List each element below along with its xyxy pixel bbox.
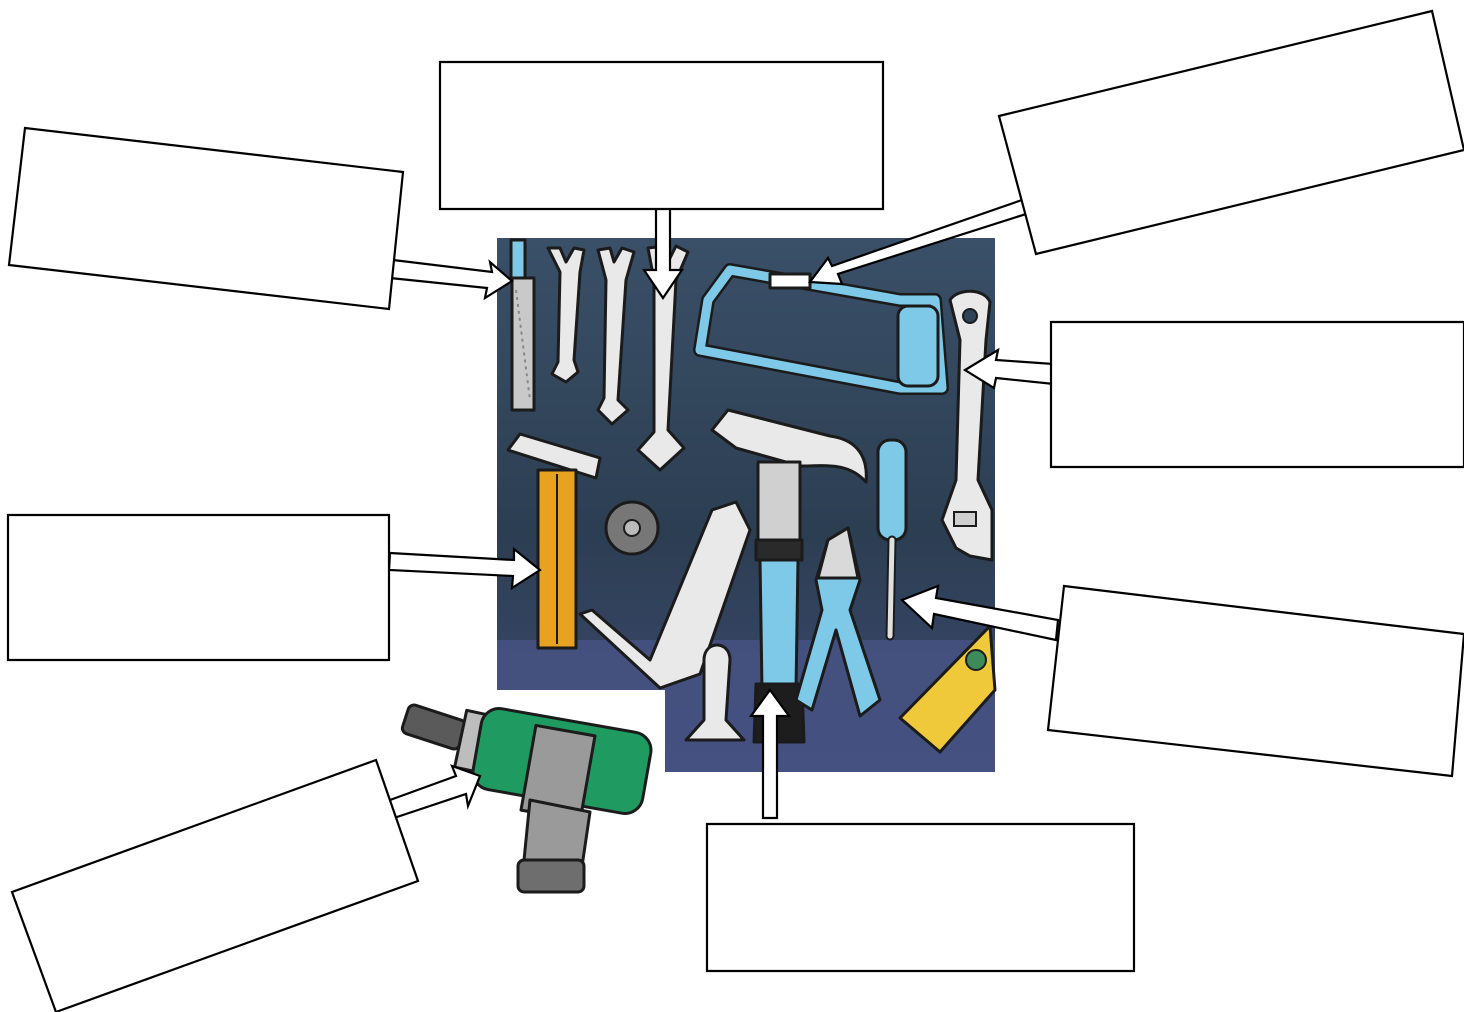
arrow-to-drill xyxy=(390,766,480,818)
label-box-hammer[interactable] xyxy=(8,515,389,660)
label-box-file[interactable] xyxy=(9,128,403,309)
label-box-spanner[interactable] xyxy=(440,62,883,209)
label-box-screwdriver[interactable] xyxy=(1048,586,1464,776)
arrow-to-file xyxy=(390,260,512,298)
label-box-adjustable-spanner[interactable] xyxy=(1051,322,1464,467)
label-box-hacksaw[interactable] xyxy=(999,11,1464,254)
label-box-claw-hammer[interactable] xyxy=(707,824,1134,971)
label-box-drill[interactable] xyxy=(12,760,418,1012)
tool-board-illustration xyxy=(497,238,995,772)
arrow-to-hammer xyxy=(389,549,540,588)
